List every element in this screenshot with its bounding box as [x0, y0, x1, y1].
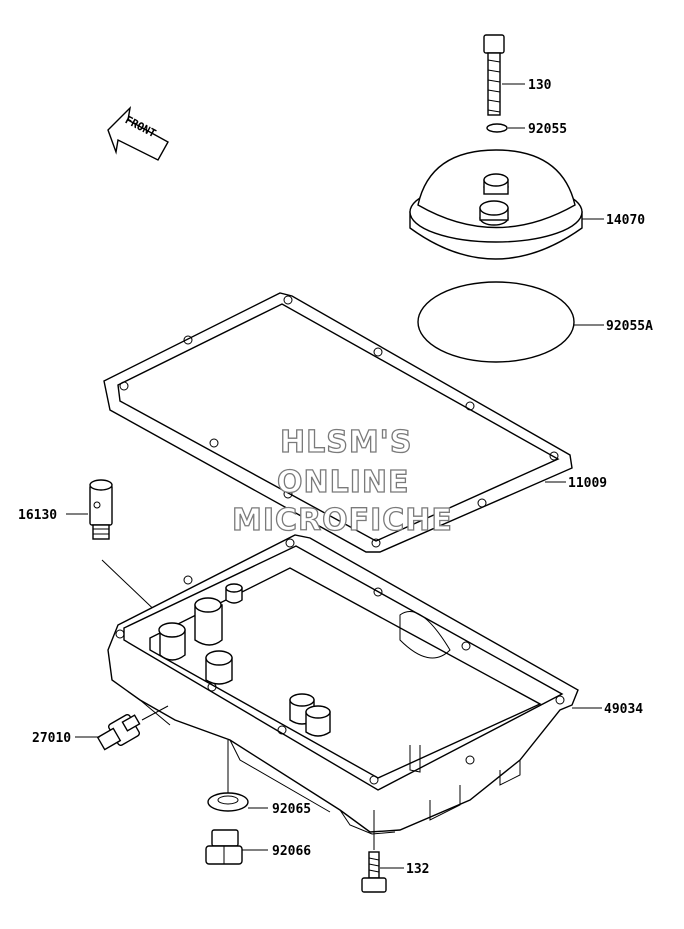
label-14070: 14070: [606, 213, 645, 228]
oil-pan-49034[interactable]: [107, 534, 579, 835]
label-92065: 92065: [272, 802, 311, 817]
bolt-132[interactable]: [361, 851, 387, 893]
fitting-16130[interactable]: [89, 479, 113, 540]
washer-92065[interactable]: [207, 792, 249, 812]
oring-92055[interactable]: [486, 123, 508, 133]
label-16130: 16130: [18, 508, 57, 523]
label-49034: 49034: [604, 702, 643, 717]
oring-92055A[interactable]: [417, 281, 575, 363]
label-92055: 92055: [528, 122, 567, 137]
gasket-11009[interactable]: [103, 292, 573, 553]
bolt-130[interactable]: [483, 34, 505, 116]
cover-14070[interactable]: [409, 149, 583, 260]
label-27010: 27010: [32, 731, 71, 746]
label-130: 130: [528, 78, 552, 93]
front-arrow-icon: FRONT: [107, 105, 169, 161]
label-92066: 92066: [272, 844, 311, 859]
watermark-line-2: ONLINE: [277, 465, 410, 500]
label-132: 132: [406, 862, 429, 877]
watermark: HLSM'S ONLINE MICROFICHE: [231, 424, 453, 538]
label-92055A: 92055A: [606, 319, 653, 334]
plug-92066[interactable]: [205, 829, 243, 865]
switch-27010[interactable]: [96, 714, 141, 751]
watermark-line-3: MICROFICHE: [232, 503, 453, 538]
watermark-line-1: HLSM'S: [280, 425, 412, 460]
label-11009: 11009: [568, 476, 607, 491]
